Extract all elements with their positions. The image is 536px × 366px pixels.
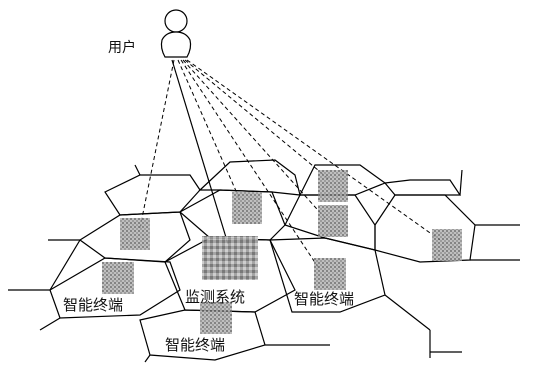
terminal-label-right: 智能终端 — [294, 290, 354, 308]
smart-terminal-icon — [102, 262, 134, 294]
monitor-label: 监测系统 — [185, 288, 245, 306]
hex-cell-top-2 — [198, 159, 301, 196]
user-icon — [160, 9, 192, 58]
terminal-label-left: 智能终端 — [63, 296, 123, 314]
smart-terminal-icon — [314, 258, 346, 290]
connections — [139, 59, 441, 271]
smart-terminal-icon — [232, 192, 262, 224]
hex-grid — [8, 159, 520, 363]
smart-terminal-icon — [318, 205, 348, 237]
smart-terminal-icon — [318, 170, 348, 202]
terminal-label-bottom: 智能终端 — [165, 336, 225, 354]
monitoring-system-icon — [202, 236, 258, 280]
hex-cell-top-4 — [383, 179, 462, 196]
smart-terminal-icon — [200, 302, 232, 334]
user-label: 用户 — [108, 39, 136, 56]
smart-terminal-icon — [432, 229, 462, 261]
devices — [102, 170, 462, 334]
smart-terminal-icon — [120, 218, 150, 250]
